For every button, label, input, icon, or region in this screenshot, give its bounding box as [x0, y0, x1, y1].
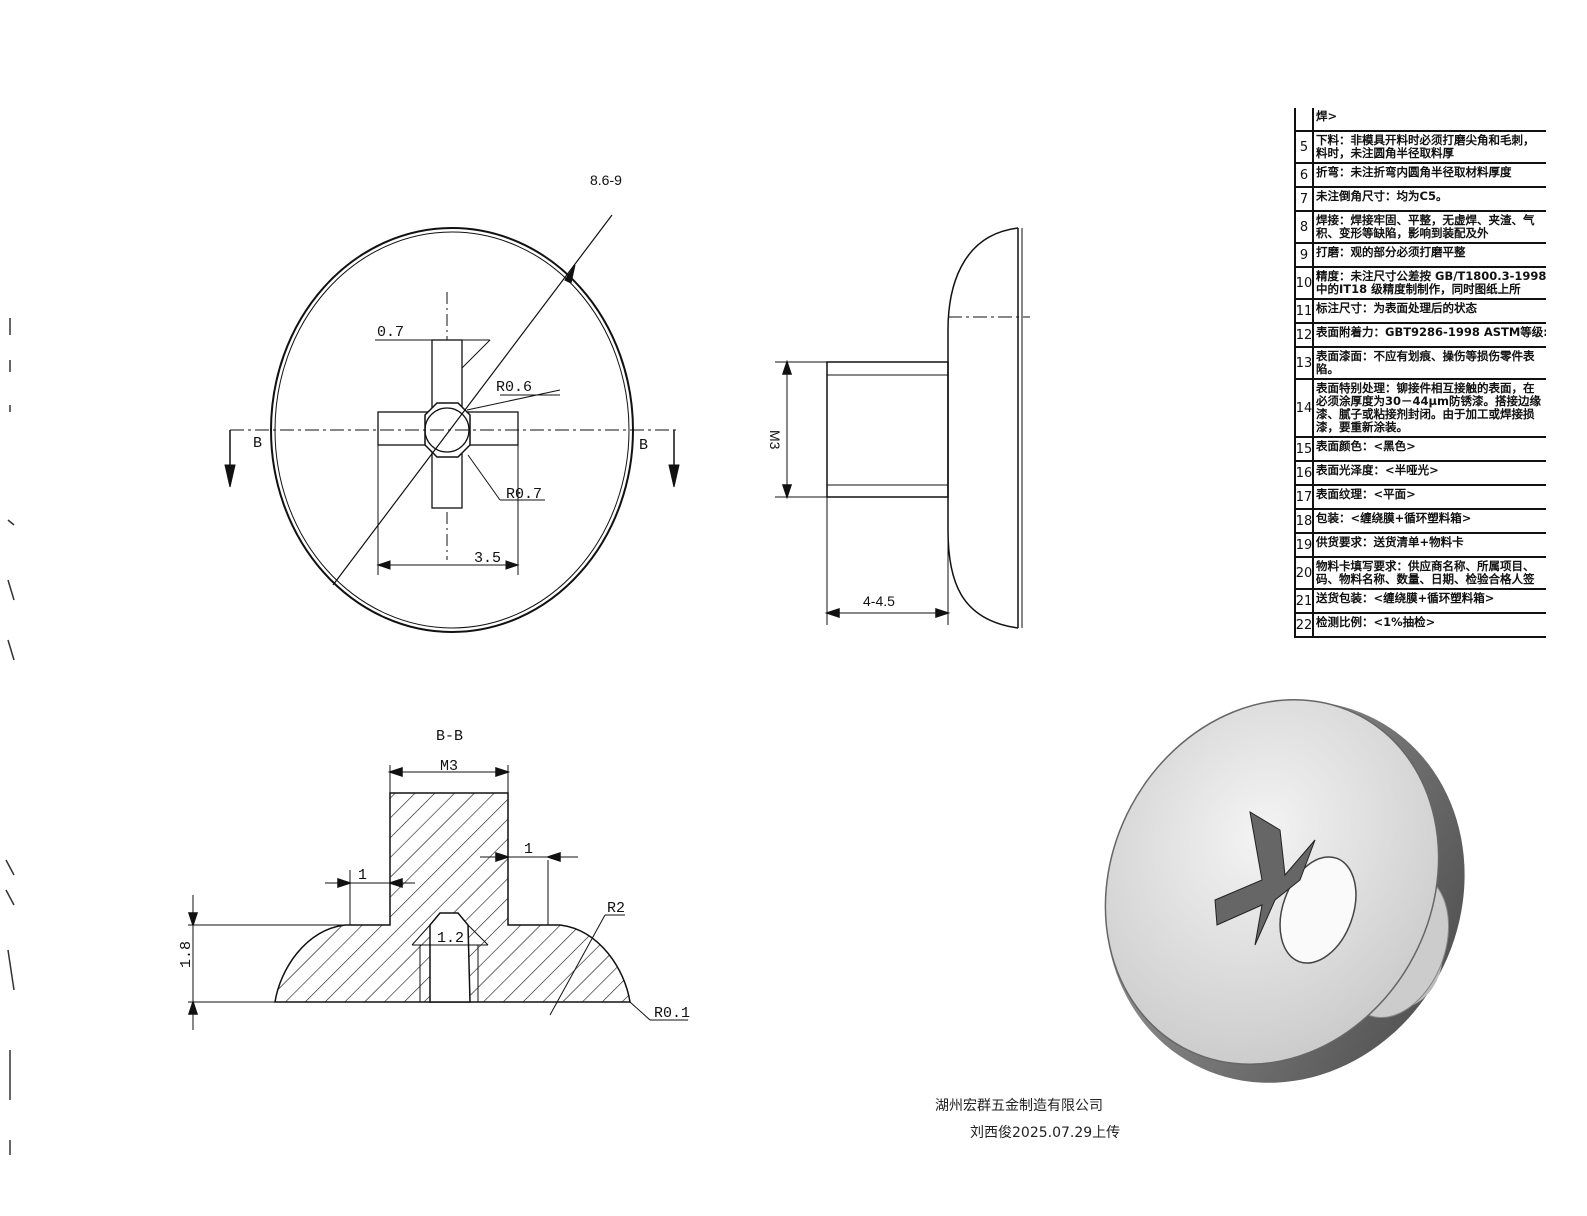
- note-text: 表面漆面：不应有划痕、操伤等损伤零件表 陷。: [1316, 349, 1535, 376]
- note-number: 16: [1296, 462, 1314, 484]
- note-text: 表面纹理：<平面>: [1316, 487, 1416, 501]
- note-text: 打磨：观的部分必须打磨平整: [1316, 245, 1466, 259]
- note-text: 包装：<缠绕膜+循环塑料箱>: [1316, 511, 1472, 525]
- shank-length-label: 4-4.5: [863, 593, 895, 609]
- note-row: 焊>: [1296, 108, 1546, 132]
- note-text: 送货包装：<缠绕膜+循环塑料箱>: [1316, 591, 1495, 605]
- hole-label: 1.2: [437, 930, 464, 947]
- note-number: 15: [1296, 438, 1314, 460]
- note-number: 14: [1296, 380, 1314, 436]
- note-text: 下料：非模具开料时必须打磨尖角和毛刺， 料时，未注圆角半径取料厚: [1316, 133, 1535, 160]
- slot-width-label: 0.7: [377, 324, 404, 341]
- note-text: 供货要求：送货清单+物料卡: [1316, 535, 1464, 549]
- note-number: 18: [1296, 510, 1314, 532]
- note-text: 折弯：未注折弯内圆角半径取材料厚度: [1316, 165, 1512, 179]
- note-text: 表面颜色：<黑色>: [1316, 439, 1416, 453]
- note-number: 6: [1296, 164, 1314, 186]
- side-view: [775, 227, 1030, 629]
- radius-small-label: R0.1: [654, 1005, 690, 1022]
- note-text: 焊接：焊接牢固、平整，无虚焊、夹渣、气 积、变形等缺陷，影响到装配及外: [1316, 213, 1535, 240]
- note-number: 8: [1296, 212, 1314, 242]
- note-number: [1296, 108, 1314, 130]
- note-number: 11: [1296, 300, 1314, 322]
- section-view: [187, 765, 688, 1030]
- note-text: 表面附着力：GBT9286-1998 ASTM等级:4: [1316, 325, 1546, 339]
- note-number: 22: [1296, 614, 1314, 636]
- note-number: 7: [1296, 188, 1314, 210]
- wall-left-label: 1: [358, 867, 367, 884]
- company-name: 湖州宏群五金制造有限公司: [935, 1098, 1103, 1114]
- note-number: 20: [1296, 558, 1314, 588]
- note-text: 物料卡填写要求：供应商名称、所属项目、 码、物料名称、数量、日期、检验合格人签: [1316, 559, 1535, 586]
- radius-big-label: R2: [607, 900, 625, 917]
- note-text: 未注倒角尺寸：均为C5。: [1316, 189, 1448, 203]
- note-text: 表面光泽度：<半哑光>: [1316, 463, 1439, 477]
- note-text: 焊>: [1316, 109, 1338, 123]
- note-number: 19: [1296, 534, 1314, 556]
- left-margin-fragments: [5, 318, 15, 1155]
- note-text: 表面特别处理：铆接件相互接触的表面，在 必须涂厚度为30－44μm防锈漆。搭接边…: [1316, 381, 1541, 434]
- section-title: B-B: [436, 728, 463, 745]
- note-number: 10: [1296, 268, 1314, 298]
- note-number: 9: [1296, 244, 1314, 266]
- diameter-label: 8.6-9: [590, 172, 622, 188]
- note-number: 5: [1296, 132, 1314, 162]
- note-text: 检测比例：<1%抽检>: [1316, 615, 1436, 629]
- radius-inner-label: R0.6: [496, 379, 532, 396]
- upload-info: 刘西俊2025.07.29上传: [970, 1125, 1121, 1141]
- head-height-label: 1.8: [178, 941, 195, 968]
- note-text: 精度：未注尺寸公差按 GB/T1800.3-1998 中的IT18 级精度制制作…: [1316, 269, 1546, 296]
- note-number: 17: [1296, 486, 1314, 508]
- section-mark-right: B: [639, 437, 648, 454]
- section-thread-label: M3: [440, 758, 458, 775]
- note-number: 12: [1296, 324, 1314, 346]
- note-text: 标注尺寸：为表面处理后的状态: [1316, 301, 1477, 315]
- note-number: 13: [1296, 348, 1314, 378]
- wall-right-label: 1: [524, 841, 533, 858]
- render-3d: [1104, 699, 1465, 1083]
- radius-outer-label: R0.7: [506, 486, 542, 503]
- front-view: [224, 214, 680, 633]
- note-number: 21: [1296, 590, 1314, 612]
- side-thread-label: M3: [767, 430, 783, 450]
- slot-length-label: 3.5: [474, 550, 501, 567]
- section-mark-left: B: [253, 435, 262, 452]
